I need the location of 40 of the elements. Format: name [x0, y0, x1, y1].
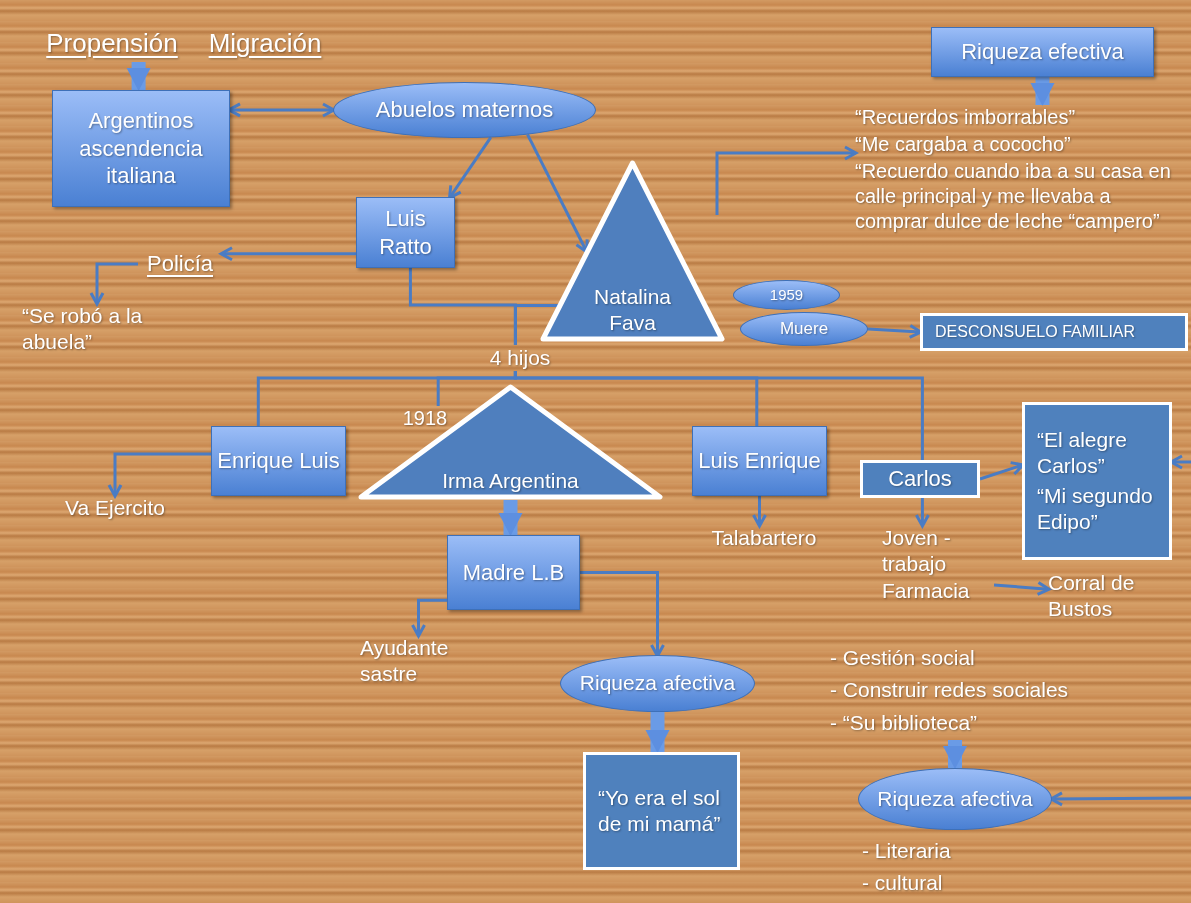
quote-text: “Recuerdos imborrables” “Me cargaba a cococho” “Recuerdo cuando iba a su casa en calle principal y me llevaba a comprar dulce de leche “campero” — [855, 105, 1189, 305]
block-arrow — [498, 500, 523, 536]
highlight-box: Carlos — [860, 460, 980, 498]
connector-arrow — [219, 246, 356, 262]
connector-arrow — [993, 580, 1051, 596]
highlight-box: DESCONSUELO FAMILIAR — [920, 313, 1188, 351]
text-label: Va Ejercito — [62, 495, 168, 557]
text-label: Talabartero — [688, 525, 840, 553]
triangle-node: Natalina Fava — [540, 160, 725, 342]
connector-arrow — [89, 262, 138, 306]
connector-arrow — [914, 498, 930, 528]
connector-arrow — [715, 145, 858, 215]
quote-box: “El alegre Carlos” “Mi segundo Edipo” — [1022, 402, 1172, 560]
bullet-list: - Gestión social - Construir redes sociales - “Su biblioteca” — [830, 645, 1175, 740]
underlined-text: Policía — [138, 248, 222, 280]
connector-arrow — [526, 133, 589, 254]
block-arrow — [645, 712, 670, 753]
bullet-list: - Literaria - cultural — [862, 838, 1022, 903]
process-box: Argentinos ascendencia italiana — [52, 90, 230, 207]
connector-arrow — [448, 136, 493, 200]
connector-arrow — [107, 452, 211, 498]
quote-box: “Yo era el sol de mi mamá” — [583, 752, 740, 870]
connector-arrow — [752, 496, 767, 528]
text-label: Joven - trabajo Farmacia — [882, 525, 994, 625]
process-box: Riqueza efectiva — [931, 27, 1154, 77]
text-label: Ayudante sastre — [360, 635, 490, 699]
quote-text: “Se robó a la abuela” — [22, 303, 172, 365]
connector-arrow — [411, 598, 447, 638]
process-box: Enrique Luis — [211, 426, 346, 496]
block-arrow — [126, 62, 151, 91]
heading-text: Propensión — [36, 24, 188, 62]
heading-text: Migración — [196, 24, 334, 62]
year-text: 1918 — [392, 406, 458, 432]
block-arrow — [943, 740, 967, 769]
process-box: Luis Enrique — [692, 426, 827, 496]
process-box: Madre L.B — [447, 535, 580, 610]
block-arrow — [1030, 77, 1055, 106]
text-label: Corral de Bustos — [1048, 570, 1172, 634]
text-label: 4 hijos — [474, 345, 566, 371]
process-box: Luis Ratto — [356, 197, 455, 268]
